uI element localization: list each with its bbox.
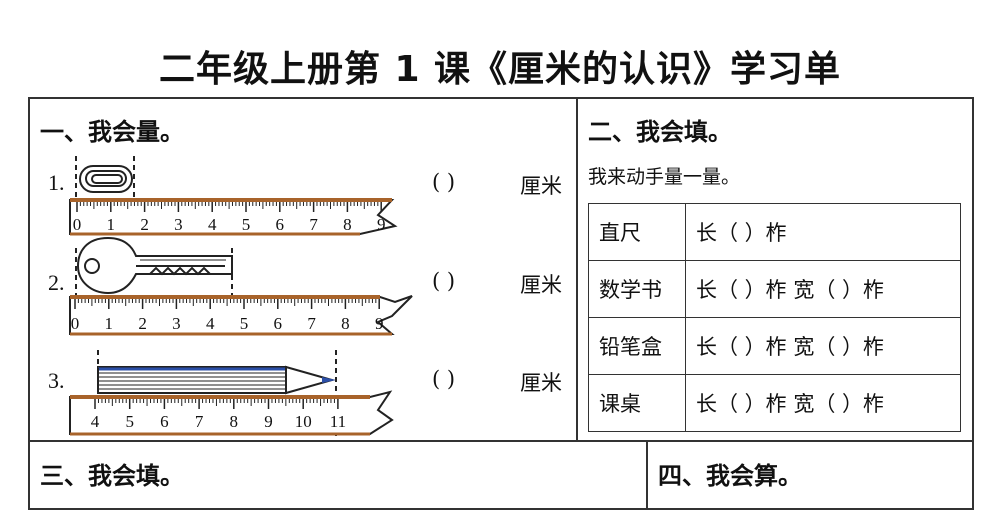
ruler-tick-label: 3: [172, 314, 181, 333]
question-number: 1.: [48, 170, 65, 195]
answer-blank[interactable]: ( ): [432, 269, 456, 293]
key-icon: [76, 236, 233, 295]
ruler-tick-label: 9: [375, 314, 384, 333]
table-row: 铅笔盒 长（ ）柞 宽（ ）柞: [588, 317, 961, 375]
measurement-drawings: 0 1 2 3 4 5 6 7 8 9 0 1 2 3 4 5 6 7 8 9 4 5 6 7 8 9 10 11: [69, 156, 413, 436]
table-cell-item: 课桌: [588, 374, 686, 432]
ruler-tick-label: 11: [330, 412, 346, 431]
section-3-heading: 三、我会填。: [40, 462, 184, 490]
section-2-heading: 二、我会填。: [588, 118, 732, 146]
unit-label: 厘米: [520, 371, 562, 395]
ruler-tick-label: 5: [240, 314, 249, 333]
ruler-tick-label: 5: [242, 215, 251, 234]
table-cell-item: 铅笔盒: [588, 317, 686, 375]
question-number: 3.: [48, 368, 65, 393]
ruler-tick-label: 2: [138, 314, 147, 333]
section-1-heading: 一、我会量。: [40, 118, 184, 146]
table-cell-blanks[interactable]: 长（ ）柞 宽（ ）柞: [685, 260, 961, 318]
table-cell-blanks[interactable]: 长（ ）柞: [685, 203, 961, 261]
table-cell-blanks[interactable]: 长（ ）柞 宽（ ）柞: [685, 374, 961, 432]
table-row: 直尺 长（ ）柞: [588, 203, 961, 261]
ruler-tick-label: 6: [160, 412, 169, 431]
ruler-tick-label: 4: [91, 412, 100, 431]
table-row: 课桌 长（ ）柞 宽（ ）柞: [588, 374, 961, 432]
ruler-tick-label: 8: [230, 412, 239, 431]
paperclip-icon: [79, 165, 133, 193]
unit-label: 厘米: [520, 273, 562, 297]
ruler-tick-label: 5: [125, 412, 134, 431]
page-title: 二年级上册第 1 课《厘米的认识》学习单: [158, 49, 842, 90]
answer-blank[interactable]: ( ): [432, 170, 456, 194]
ruler-tick-label: 3: [174, 215, 183, 234]
ruler-tick-label: 0: [73, 215, 82, 234]
measure-table: 直尺 长（ ）柞 数学书 长（ ）柞 宽（ ）柞 铅笔盒 长（ ）柞 宽（ ）柞…: [588, 203, 961, 432]
ruler-tick-label: 4: [206, 314, 215, 333]
table-cell-item: 数学书: [588, 260, 686, 318]
pencil-icon: [97, 365, 336, 395]
ruler-tick-label: 1: [105, 314, 114, 333]
ruler-tick-label: 10: [295, 412, 312, 431]
ruler-tick-label: 7: [195, 412, 204, 431]
answer-blank[interactable]: ( ): [432, 367, 456, 391]
ruler-tick-label: 6: [276, 215, 285, 234]
ruler-tick-label: 7: [309, 215, 318, 234]
ruler-tick-label: 1: [107, 215, 116, 234]
ruler-tick-label: 0: [71, 314, 80, 333]
ruler-tick-label: 9: [264, 412, 273, 431]
ruler-tick-label: 8: [343, 215, 352, 234]
section-4-heading: 四、我会算。: [658, 462, 802, 490]
ruler-tick-label: 7: [307, 314, 316, 333]
table-cell-item: 直尺: [588, 203, 686, 261]
unit-label: 厘米: [520, 174, 562, 198]
question-number: 2.: [48, 270, 65, 295]
ruler-tick-label: 8: [341, 314, 350, 333]
table-cell-blanks[interactable]: 长（ ）柞 宽（ ）柞: [685, 317, 961, 375]
ruler-tick-label: 6: [274, 314, 283, 333]
ruler-tick-label: 4: [208, 215, 217, 234]
table-row: 数学书 长（ ）柞 宽（ ）柞: [588, 260, 961, 318]
ruler-tick-label: 2: [140, 215, 149, 234]
instruction-text: 我来动手量一量。: [588, 166, 741, 188]
ruler-tick-label: 9: [377, 215, 386, 234]
ruler: [69, 295, 413, 336]
